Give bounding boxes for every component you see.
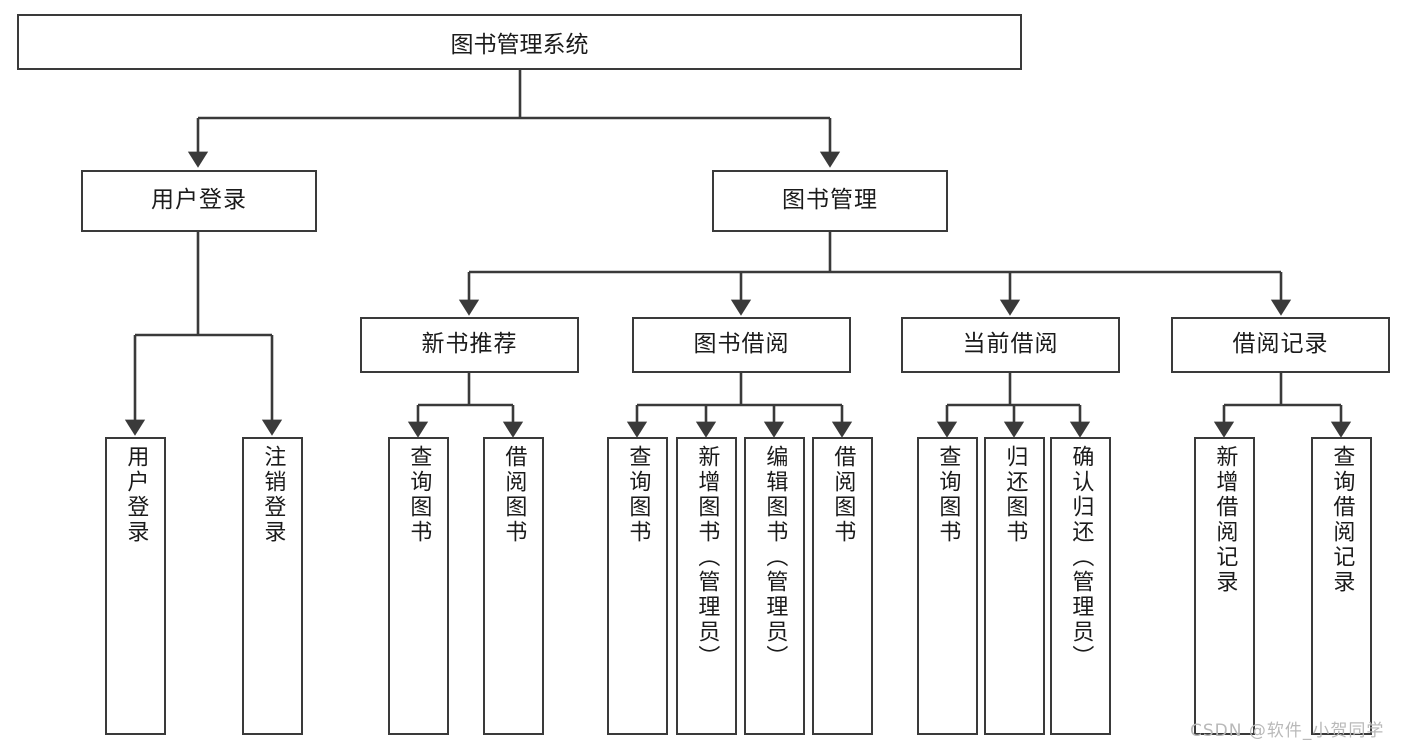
leaf-logout[interactable]: 注销登录 [242,437,303,735]
leaf-borrow-borrow-books[interactable]: 借阅图书 [812,437,873,735]
leaf-borrow-edit-book-admin-label: 编辑图书（管理员） [762,445,788,670]
node-user-login-label: 用户登录 [151,187,247,214]
leaf-current-query-books[interactable]: 查询图书 [917,437,978,735]
node-book-management-label: 图书管理 [782,187,878,214]
leaf-newbooks-query-books-label: 查询图书 [406,445,432,545]
leaf-borrow-add-book-admin[interactable]: 新增图书（管理员） [676,437,737,735]
node-book-borrow[interactable]: 图书借阅 [632,317,851,373]
leaf-current-return-books[interactable]: 归还图书 [984,437,1045,735]
csdn-watermark: CSDN @软件_小贺同学 [1190,721,1385,741]
leaf-records-query-record-label: 查询借阅记录 [1329,445,1355,595]
node-borrow-records[interactable]: 借阅记录 [1171,317,1390,373]
node-root-label: 图书管理系统 [450,32,589,58]
node-user-login[interactable]: 用户登录 [81,170,317,232]
leaf-current-confirm-return-admin-label: 确认归还（管理员） [1068,445,1094,670]
leaf-newbooks-borrow-books-label: 借阅图书 [501,445,527,545]
node-book-borrow-label: 图书借阅 [693,331,790,358]
node-book-management[interactable]: 图书管理 [712,170,948,232]
node-new-book-recommend-label: 新书推荐 [421,331,518,358]
node-root[interactable]: 图书管理系统 [17,14,1022,70]
leaf-newbooks-borrow-books[interactable]: 借阅图书 [483,437,544,735]
node-current-borrow[interactable]: 当前借阅 [901,317,1120,373]
leaf-borrow-borrow-books-label: 借阅图书 [830,445,856,545]
leaf-borrow-add-book-admin-label: 新增图书（管理员） [694,445,720,670]
leaf-records-add-record[interactable]: 新增借阅记录 [1194,437,1255,735]
leaf-user-login[interactable]: 用户登录 [105,437,166,735]
leaf-current-return-books-label: 归还图书 [1002,445,1028,545]
leaf-borrow-query-books[interactable]: 查询图书 [607,437,668,735]
leaf-logout-label: 注销登录 [260,445,286,545]
node-new-book-recommend[interactable]: 新书推荐 [360,317,579,373]
leaf-newbooks-query-books[interactable]: 查询图书 [388,437,449,735]
leaf-records-query-record[interactable]: 查询借阅记录 [1311,437,1372,735]
leaf-user-login-label: 用户登录 [123,445,149,545]
leaf-borrow-edit-book-admin[interactable]: 编辑图书（管理员） [744,437,805,735]
leaf-borrow-query-books-label: 查询图书 [625,445,651,545]
leaf-records-add-record-label: 新增借阅记录 [1212,445,1238,595]
leaf-current-confirm-return-admin[interactable]: 确认归还（管理员） [1050,437,1111,735]
node-borrow-records-label: 借阅记录 [1232,331,1329,358]
leaf-current-query-books-label: 查询图书 [935,445,961,545]
node-current-borrow-label: 当前借阅 [962,331,1059,358]
